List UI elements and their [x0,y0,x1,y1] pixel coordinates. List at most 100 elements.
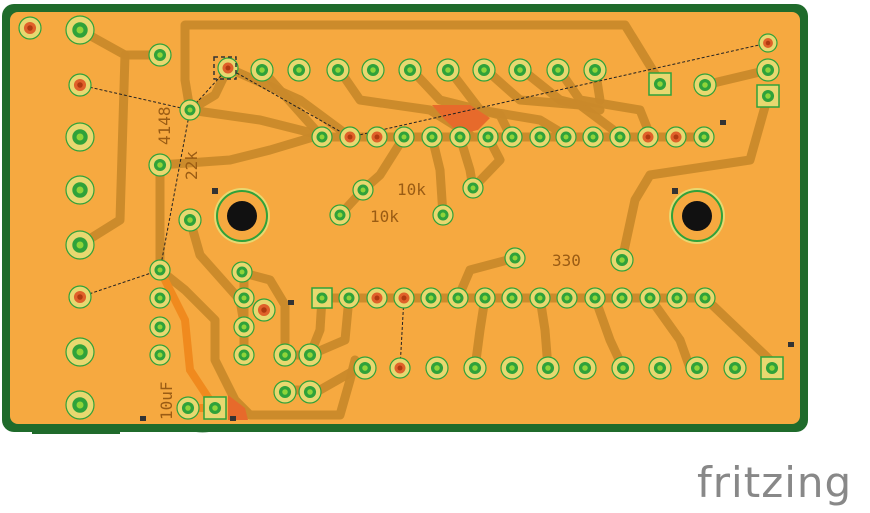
pad [584,287,606,309]
pad [536,356,560,380]
pad [449,126,471,148]
pad [582,126,604,148]
square-pad [203,396,227,420]
pad [149,344,171,366]
pad [148,43,172,67]
label-10uf: 10uF [157,381,176,420]
pad [474,287,496,309]
fritzing-brand: fritzing [697,458,853,507]
pad [353,356,377,380]
unrouted-pad [68,285,92,309]
pad [233,287,255,309]
pad [273,343,297,367]
pad [179,99,201,121]
copper-blob-top [432,105,490,134]
pad [148,153,172,177]
pad [648,356,672,380]
pad [65,122,95,152]
pad [149,259,171,281]
pad [666,287,688,309]
pad [611,356,635,380]
pad [250,58,274,82]
lock-mark [672,188,678,194]
mounting-hole [214,188,270,244]
unrouted-pad [389,357,411,379]
lock-mark [230,416,236,421]
pad [556,287,578,309]
pad [555,126,577,148]
pad [529,126,551,148]
pad [639,287,661,309]
pad [329,204,351,226]
lock-mark [788,342,794,347]
connector-notch [32,424,120,434]
pad [178,208,202,232]
pad [338,287,360,309]
pad [611,287,633,309]
unrouted-pad [758,33,778,53]
label-10k-a: 10k [397,180,426,199]
diode-bracket [213,56,237,80]
unrouted-pad [637,126,659,148]
pad [149,287,171,309]
silkscreen-labels: 4148 22k 10k 10k 330 10uF [140,56,794,433]
pad [65,15,95,45]
unrouted-pad [217,57,239,79]
pad [693,73,717,97]
pad [501,126,523,148]
pad [65,230,95,260]
lock-mark [140,416,146,421]
pad [609,126,631,148]
unrouted-pad [18,16,42,40]
pad [352,179,374,201]
unrouted-pad [366,126,388,148]
square-pad [756,84,780,108]
pad [693,126,715,148]
pad [298,380,322,404]
pad [233,344,255,366]
unrouted-pad [366,287,388,309]
pad [723,356,747,380]
pad [685,356,709,380]
lock-mark [212,188,218,194]
pad [529,287,551,309]
unrouted-pad [252,298,276,322]
pad [65,175,95,205]
pad [393,126,415,148]
pad [298,343,322,367]
pad [546,58,570,82]
pad [462,177,484,199]
pad [311,126,333,148]
pad [273,380,297,404]
pad [472,58,496,82]
pad [65,390,95,420]
pad [176,396,200,420]
unrouted-pad [68,73,92,97]
label-diode: 4148 [155,106,174,145]
pad [694,287,716,309]
pad [756,58,780,82]
pad [361,58,385,82]
pad [463,356,487,380]
unrouted-pad [665,126,687,148]
lock-mark [288,300,294,305]
pad [420,287,442,309]
label-10k-b: 10k [370,207,399,226]
pad [432,204,454,226]
unrouted-pad [393,287,415,309]
pad [501,287,523,309]
square-pad [648,72,672,96]
pad-group [18,15,784,420]
pad [398,58,422,82]
mounting-hole [669,188,725,244]
pad [573,356,597,380]
pad [508,58,532,82]
pad [610,248,634,272]
pad [583,58,607,82]
pad [421,126,443,148]
pad [500,356,524,380]
copper-blob-bottom [228,395,248,420]
label-330: 330 [552,251,581,270]
cap-outline [179,424,226,433]
unrouted-pad [339,126,361,148]
